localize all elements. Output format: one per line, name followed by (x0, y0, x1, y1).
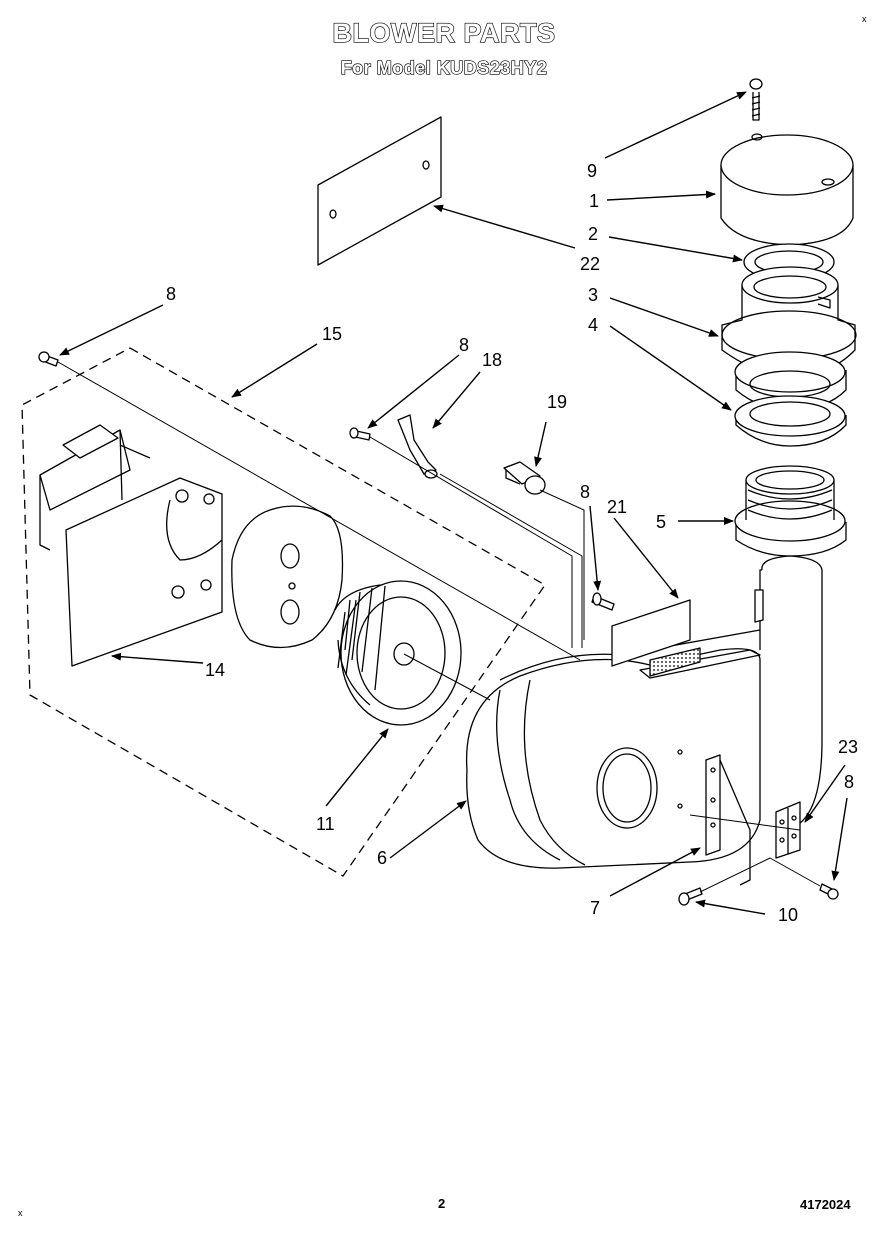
screw-part-8-right (819, 883, 839, 900)
label-part-15: 15 (322, 324, 342, 344)
screw-part-8-left (38, 351, 59, 367)
exhaust-cap-part-1 (720, 133, 854, 246)
label-part-7: 7 (590, 898, 600, 918)
clip-part-18 (397, 414, 438, 479)
page-number: 2 (438, 1196, 446, 1211)
label-part-1: 1 (589, 191, 599, 211)
top-screw-part-9 (749, 78, 763, 121)
label-part-22: 22 (580, 254, 600, 274)
label-part-8-center: 8 (580, 482, 590, 502)
screw-part-10 (678, 887, 703, 906)
leader-arrows (59, 91, 848, 915)
label-part-18: 18 (482, 350, 502, 370)
label-part-21: 21 (607, 497, 627, 517)
collar-part-3 (721, 266, 857, 377)
document-number: 4172024 (800, 1197, 851, 1212)
screw-part-8-center (591, 592, 615, 611)
label-part-2: 2 (588, 224, 598, 244)
label-part-8-clip: 8 (459, 335, 469, 355)
label-part-3: 3 (588, 285, 598, 305)
label-plate-part-22 (317, 116, 442, 266)
label-part-8-right: 8 (844, 772, 854, 792)
label-part-9: 9 (587, 161, 597, 181)
blower-wheel-part-11 (334, 580, 462, 726)
label-part-6: 6 (377, 848, 387, 868)
ring-part-4 (734, 351, 847, 447)
label-part-19: 19 (547, 392, 567, 412)
screw-part-8-clip (349, 427, 371, 441)
plug-part-19 (503, 461, 546, 495)
label-part-14: 14 (205, 660, 225, 680)
motor-body (39, 424, 151, 551)
corner-mark-top-right: x (862, 14, 867, 24)
hinge-bracket-part-23 (775, 801, 801, 859)
assembly-boundary-part-15 (21, 347, 546, 877)
part-number-labels: 9 1 2 22 3 4 5 8 15 8 18 19 8 21 14 11 6… (166, 161, 858, 925)
adapter-part-5 (734, 465, 847, 557)
element-bracket-part-21 (611, 599, 691, 667)
motor-mount-plate (231, 505, 344, 649)
label-part-10: 10 (778, 905, 798, 925)
label-part-8-left: 8 (166, 284, 176, 304)
motor-plate-part-14 (65, 477, 223, 667)
blower-housing-part-6 (465, 555, 823, 869)
mounting-bracket-part-7 (705, 754, 751, 886)
label-part-11: 11 (316, 814, 335, 834)
label-part-5: 5 (656, 512, 666, 532)
diagram-subtitle: For Model KUDS23HY2 (340, 57, 548, 78)
corner-mark-bottom-left: x (18, 1208, 23, 1218)
label-part-23: 23 (838, 737, 858, 757)
label-part-4: 4 (588, 315, 598, 335)
assembly-lines (57, 361, 821, 893)
diagram-title: BLOWER PARTS (332, 17, 556, 48)
